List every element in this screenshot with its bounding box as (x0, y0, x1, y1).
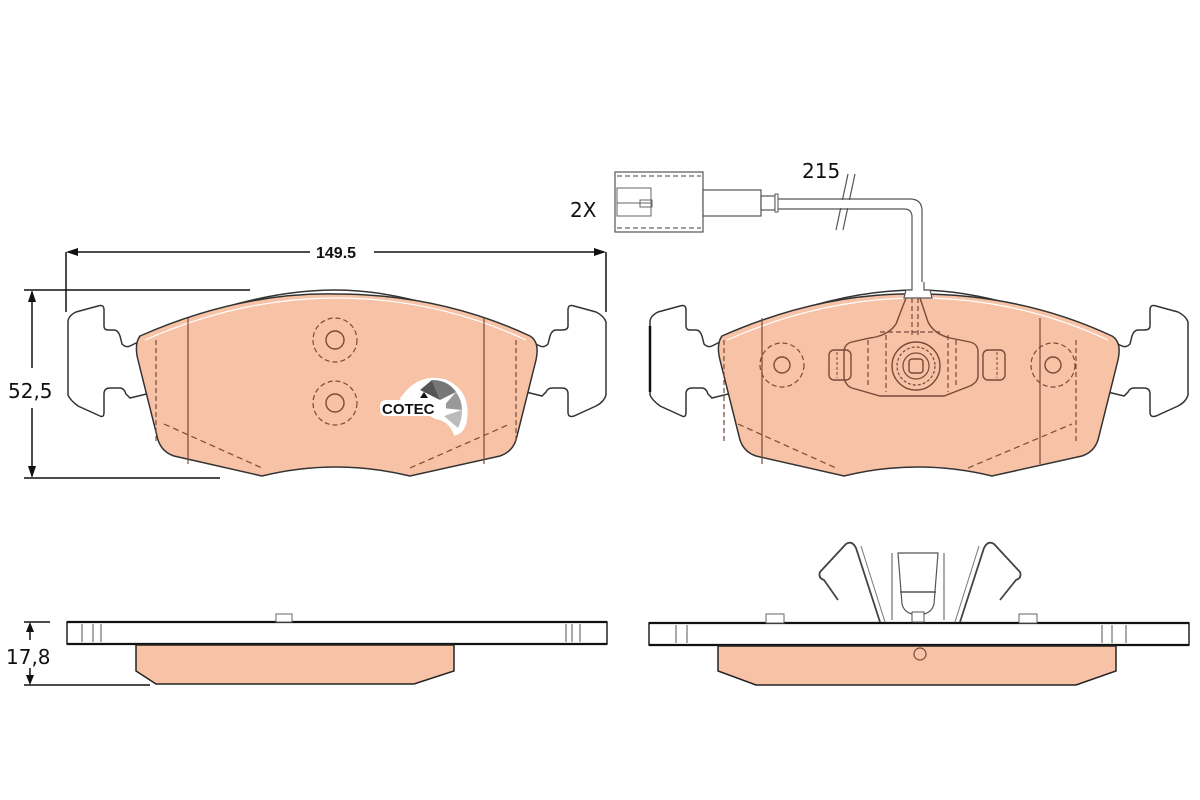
left-friction-material (135, 293, 538, 477)
right-pad-left-hole (759, 342, 805, 388)
thickness-dimension-label: 17,8 (6, 645, 51, 669)
height-dimension: 52,5 (8, 289, 250, 479)
right-pad-right-hole (1030, 342, 1076, 388)
thickness-dimension: 17,8 (6, 621, 150, 686)
right-side-backing-plate (648, 622, 1190, 646)
wear-sensor: 2X 215 (570, 159, 923, 282)
left-side-friction-material (135, 644, 455, 685)
right-side-friction-material (717, 645, 1117, 686)
sensor-connector (614, 171, 704, 233)
spring-clip (818, 541, 1022, 623)
left-pad-upper-hole (312, 317, 358, 363)
height-dimension-label: 52,5 (8, 379, 53, 403)
quantity-label: 2X (570, 198, 597, 222)
cotec-logo-text: COTEC (382, 401, 435, 418)
right-pad-front-view (648, 282, 1189, 477)
cotec-logo: COTEC (380, 377, 468, 436)
right-pad-side-view (648, 541, 1190, 686)
wire-length-label: 215 (802, 159, 840, 183)
left-pad-front-view: COTEC (67, 289, 607, 477)
sensor-wire (778, 198, 923, 282)
left-pad-side-view (66, 613, 608, 685)
left-pad-lower-hole (312, 380, 358, 426)
sensor-mount (828, 282, 1006, 397)
width-dimension-label: 149.5 (316, 245, 356, 262)
width-dimension: 149.5 (65, 245, 607, 312)
left-side-backing-plate (66, 621, 608, 645)
